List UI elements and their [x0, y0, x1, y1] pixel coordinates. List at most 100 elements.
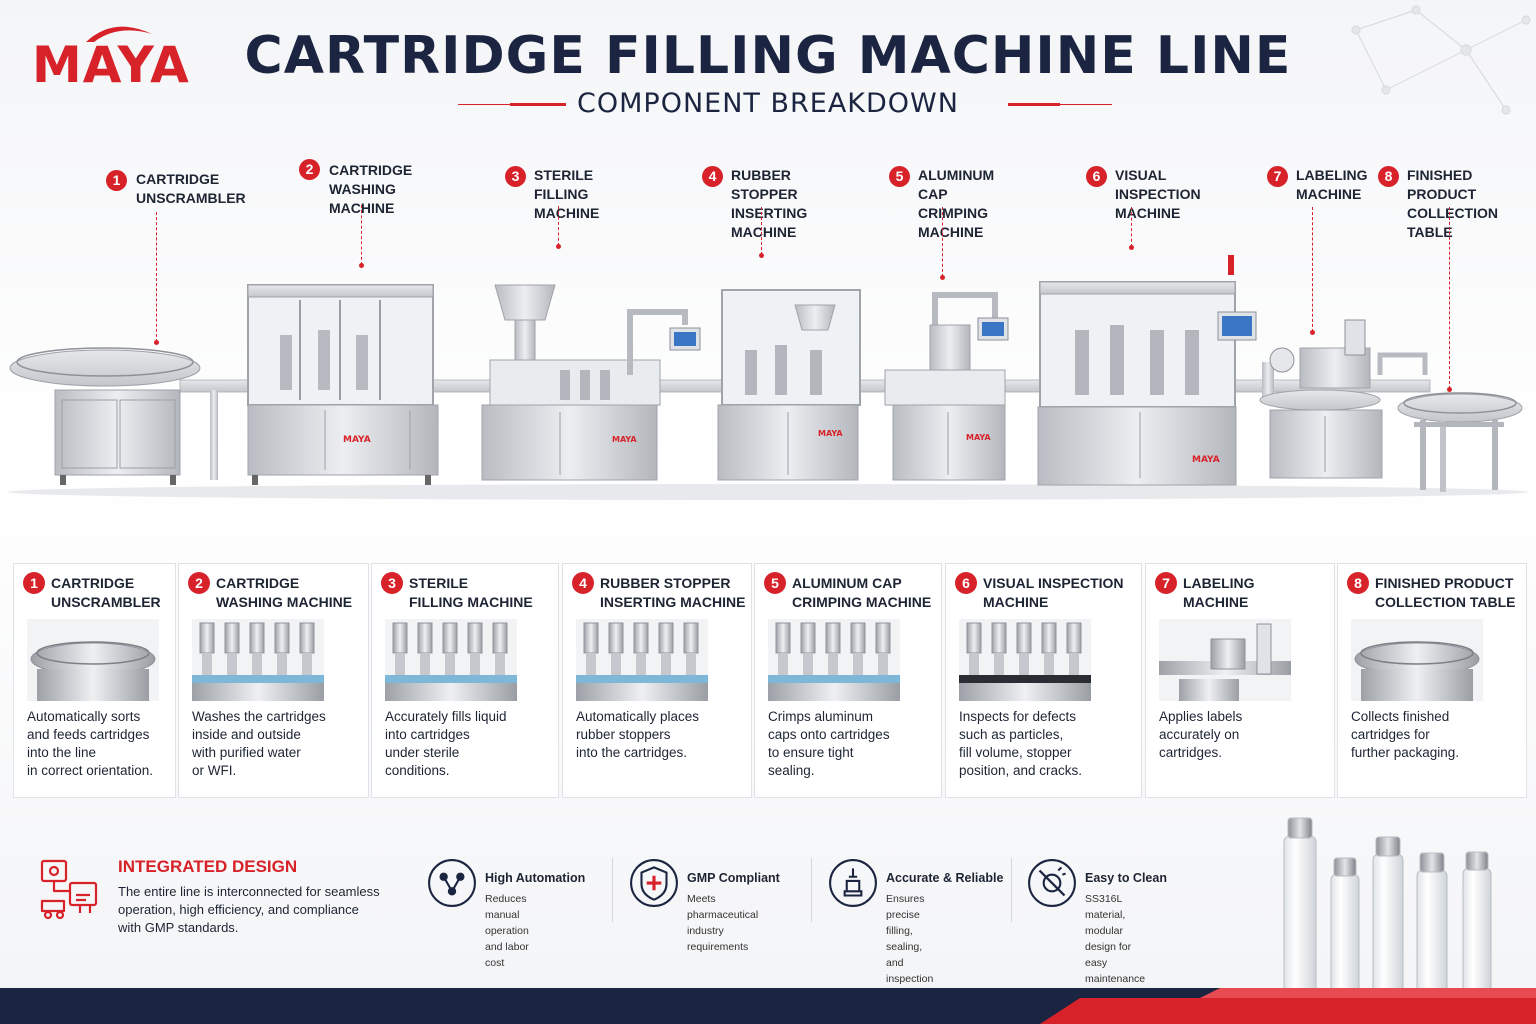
station-number-badge: 8 [1347, 572, 1369, 594]
station-card-7: 7 LABELING MACHINE Applies labels accurate… [1145, 563, 1335, 798]
station-number-badge: 6 [1086, 166, 1107, 187]
page-title: CARTRIDGE FILLING MACHINE LINE [244, 26, 1292, 86]
station-card-description: Accurately fills liquid into cartridges … [385, 709, 507, 778]
crimping-machine: MAYA [884, 292, 1009, 481]
feature-divider [811, 858, 812, 922]
callout-anchor-dot [359, 263, 364, 268]
station-card-title: VISUAL INSPECTION MACHINE [983, 575, 1124, 610]
station-number-badge: 1 [106, 170, 127, 191]
callout-anchor-dot [1129, 245, 1134, 250]
svg-text:MAYA: MAYA [1192, 455, 1220, 465]
svg-text:MAYA: MAYA [818, 429, 843, 438]
stopper-machine: MAYA [717, 289, 861, 481]
filling-machine: MAYA [481, 284, 701, 481]
station-card-title: CARTRIDGE UNSCRAMBLER [51, 575, 161, 610]
station-card-title: RUBBER STOPPER INSERTING MACHINE [600, 575, 746, 610]
svg-text:MAYA: MAYA [343, 435, 371, 445]
logo-swoosh-icon [86, 26, 152, 42]
callout-anchor-dot [154, 340, 159, 345]
subtitle-rule-left [458, 103, 566, 106]
washing-photo [192, 619, 324, 701]
integrated-description: The entire line is interconnected for se… [118, 884, 380, 935]
station-card-description: Inspects for defects such as particles, … [959, 709, 1083, 778]
feature-description: Reduces manual operation and labor cost [485, 893, 529, 969]
station-label: LABELING MACHINE [1296, 167, 1368, 202]
station-number-badge: 7 [1155, 572, 1177, 594]
cartridge-vials-illustration [1283, 817, 1492, 1007]
svg-text:MAYA: MAYA [612, 435, 637, 444]
station-card-description: Crimps aluminum caps onto cartridges to … [768, 709, 890, 778]
station-number-badge: 2 [188, 572, 210, 594]
station-card-description: Collects finished cartridges for further… [1351, 709, 1460, 760]
station-card-title: LABELING MACHINE [1183, 575, 1255, 610]
inspection-photo [959, 619, 1091, 701]
molecule-pattern-icon [1351, 5, 1531, 115]
unscrambler-photo [27, 619, 159, 701]
feature-title: Easy to Clean [1085, 871, 1167, 885]
callout-leader-line [558, 206, 559, 246]
station-number-badge: 3 [505, 166, 526, 187]
page-subtitle: COMPONENT BREAKDOWN [577, 88, 959, 119]
feature-divider [1011, 858, 1012, 922]
collection-photo [1351, 619, 1483, 701]
station-number-badge: 2 [299, 159, 320, 180]
station-number-badge: 3 [381, 572, 403, 594]
station-card-title: STERILE FILLING MACHINE [409, 575, 533, 610]
feature-divider [612, 858, 613, 922]
station-card-3: 3 STERILE FILLING MACHINE Accurately fills… [371, 563, 559, 798]
station-label: STERILE FILLING MACHINE [534, 167, 600, 221]
feature-title: GMP Compliant [687, 871, 780, 885]
station-number-badge: 1 [23, 572, 45, 594]
integrated-title: INTEGRATED DESIGN [118, 857, 298, 876]
callout-leader-line [1312, 207, 1313, 332]
line-flow-icon [40, 859, 98, 920]
labeling-photo [1159, 619, 1291, 701]
collection-table [1377, 352, 1523, 492]
station-card-2: 2 CARTRIDGE WASHING MACHINE Washes the car… [178, 563, 369, 798]
callout-leader-line [1449, 207, 1450, 389]
feature-title: High Automation [485, 871, 586, 885]
station-number-badge: 7 [1267, 166, 1288, 187]
unscrambler-machine [9, 347, 218, 485]
automation-icon [428, 859, 476, 907]
callout-anchor-dot [556, 244, 561, 249]
callout-anchor-dot [759, 253, 764, 258]
station-label: FINISHED PRODUCT COLLECTION TABLE [1407, 167, 1498, 240]
callout-anchor-dot [1447, 387, 1452, 392]
station-card-6: 6 VISUAL INSPECTION MACHINE Inspects for d… [945, 563, 1142, 798]
station-label: ALUMINUM CAP CRIMPING MACHINE [918, 167, 995, 240]
station-card-4: 4 RUBBER STOPPER INSERTING MACHINE Automat… [562, 563, 752, 798]
callout-leader-line [761, 207, 762, 255]
callout-leader-line [942, 207, 943, 277]
shield-icon [630, 859, 678, 907]
feature-description: SS316L material, modular design for easy… [1085, 893, 1146, 985]
filling-photo [385, 619, 517, 701]
brand-logo: MAYA [32, 22, 212, 94]
logo-text: MAYA [32, 36, 190, 94]
machine-line-illustration: MAYA MAYA MAYA MAYA [8, 255, 1528, 500]
station-label: CARTRIDGE UNSCRAMBLER [136, 171, 246, 206]
station-card-description: Washes the cartridges inside and outside… [192, 709, 326, 778]
labeling-machine [1259, 319, 1383, 479]
svg-text:MAYA: MAYA [966, 433, 991, 442]
subtitle-rule-right [1008, 103, 1112, 106]
station-card-description: Automatically places rubber stoppers int… [576, 709, 700, 760]
station-label: RUBBER STOPPER INSERTING MACHINE [731, 167, 808, 240]
station-card-title: CARTRIDGE WASHING MACHINE [216, 575, 353, 610]
station-label: CARTRIDGE WASHING MACHINE [329, 162, 413, 216]
station-number-badge: 4 [572, 572, 594, 594]
station-card-title: FINISHED PRODUCT COLLECTION TABLE [1375, 575, 1516, 610]
crimping-photo [768, 619, 900, 701]
station-number-badge: 8 [1378, 166, 1399, 187]
precision-icon [829, 859, 877, 907]
station-card-description: Automatically sorts and feeds cartridges… [27, 709, 154, 778]
feature-title: Accurate & Reliable [886, 871, 1004, 885]
callout-anchor-dot [1310, 330, 1315, 335]
callout-leader-line [156, 212, 157, 342]
inspection-machine: MAYA [1037, 255, 1257, 486]
footer-bar [0, 988, 1536, 1024]
callout-leader-line [1131, 207, 1132, 247]
station-number-badge: 6 [955, 572, 977, 594]
station-card-description: Applies labels accurately on cartridges. [1159, 709, 1243, 760]
feature-description: Meets pharmaceutical industry requiremen… [687, 893, 759, 953]
